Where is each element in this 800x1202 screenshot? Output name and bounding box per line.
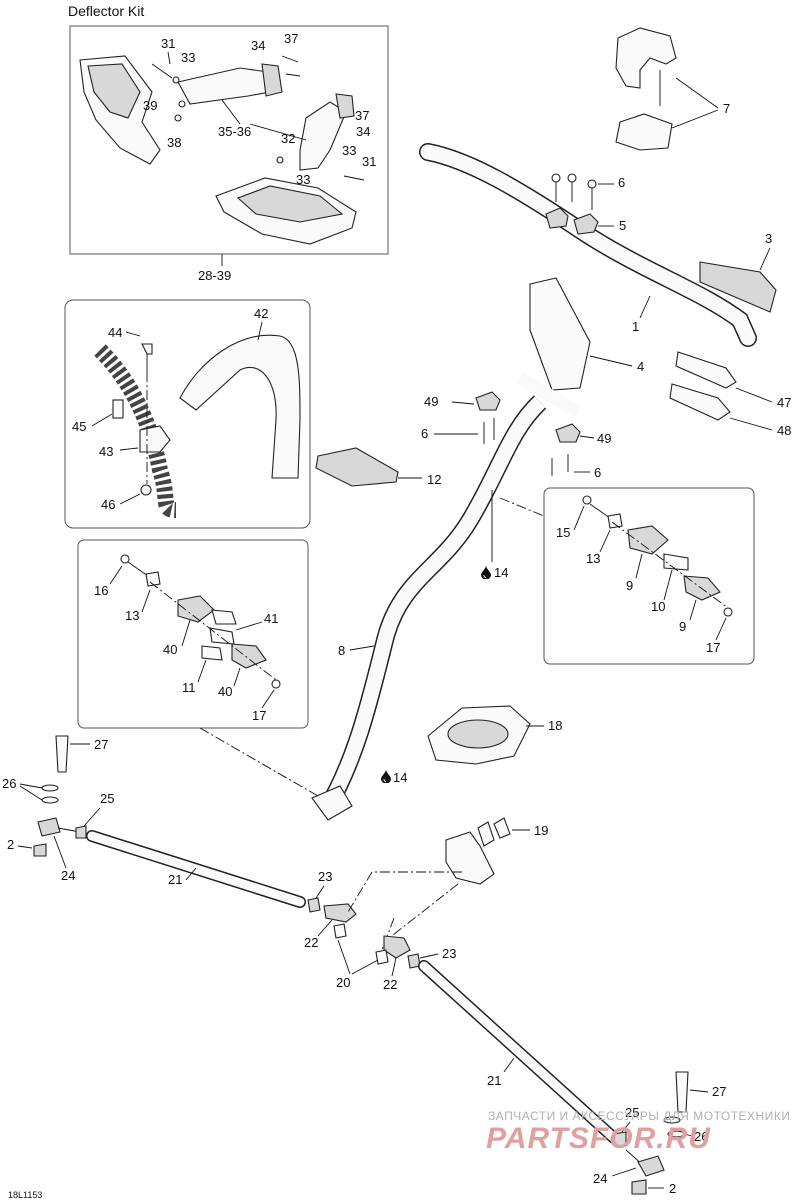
column-clamps: 49 49 6 6 [421, 391, 611, 480]
callout-9b: 9 [679, 619, 686, 634]
callout-34b: 34 [356, 124, 370, 139]
callout-16: 16 [94, 583, 108, 598]
callout-40b: 40 [218, 684, 232, 699]
callout-27b: 27 [712, 1084, 726, 1099]
deflector-kit-box: Deflector Kit 28-39 31 33 34 37 39 38 35… [68, 3, 389, 283]
callout-6: 6 [618, 175, 625, 190]
grip: 3 [699, 231, 777, 313]
callout-23b: 23 [442, 946, 456, 961]
callout-11: 11 [182, 680, 196, 695]
callout-31b: 31 [362, 154, 376, 169]
callout-14: 14 [494, 565, 508, 580]
callout-25b: 25 [625, 1105, 639, 1120]
callout-26b: 26 [694, 1129, 708, 1144]
callout-13b: 13 [586, 551, 600, 566]
callout-24: 24 [61, 868, 75, 883]
detail-box-pad: 42 44 45 43 46 [64, 299, 311, 529]
callout-8: 8 [338, 643, 345, 658]
callout-41: 41 [264, 611, 278, 626]
callout-4: 4 [637, 359, 644, 374]
detail-box-left: 16 13 40 41 11 40 17 [77, 539, 319, 797]
callout-5: 5 [619, 218, 626, 233]
callout-18: 18 [548, 718, 562, 733]
callout-43: 43 [99, 444, 113, 459]
callout-22: 22 [304, 935, 318, 950]
callout-47: 47 [777, 395, 791, 410]
upper-bracket [177, 67, 271, 105]
detail-box-right: 15 13 9 10 9 17 [499, 487, 755, 665]
callout-24b: 24 [593, 1171, 607, 1186]
watermark-line1: ЗАПЧАСТИ И АКСЕССУАРЫ ДЛЯ МОТОТЕХНИКИ [488, 1109, 790, 1123]
drop-icon-2 [381, 769, 391, 783]
callout-33c: 33 [342, 143, 356, 158]
callout-37b: 37 [355, 108, 369, 123]
handlebar-cover: 7 [615, 27, 730, 151]
callout-49: 49 [424, 394, 438, 409]
callout-23: 23 [318, 869, 332, 884]
plate: 12 [315, 447, 441, 487]
callout-17b: 17 [706, 640, 720, 655]
callout-37: 37 [284, 31, 298, 46]
callout-15: 15 [556, 525, 570, 540]
callout-2: 2 [7, 837, 14, 852]
bar-end-weights: 47 48 [669, 351, 791, 438]
steering-column: 8 14 14 [311, 372, 582, 821]
callout-22b: 22 [383, 977, 397, 992]
callout-25: 25 [100, 791, 114, 806]
callout-19: 19 [534, 823, 548, 838]
drawing-code: 18L1153 [8, 1190, 42, 1200]
callout-39: 39 [143, 98, 157, 113]
deflector-kit-title: Deflector Kit [68, 3, 144, 19]
callout-9: 9 [626, 578, 633, 593]
callout-32: 32 [281, 131, 295, 146]
callout-38: 38 [167, 135, 181, 150]
tie-rod-right: 20 22 23 21 27 26 25 24 2 [336, 935, 726, 1196]
callout-33: 33 [181, 50, 195, 65]
callout-33b: 33 [296, 172, 310, 187]
callout-12: 12 [427, 472, 441, 487]
callout-10: 10 [651, 599, 665, 614]
callout-42: 42 [254, 306, 268, 321]
callout-21b: 21 [487, 1073, 501, 1088]
tie-rod-left: 27 26 2 24 25 21 23 22 [2, 735, 357, 950]
callout-27: 27 [94, 737, 108, 752]
callout-49b: 49 [597, 431, 611, 446]
callout-14b: 14 [393, 770, 407, 785]
deflector-kit-range: 28-39 [198, 268, 231, 283]
callout-48: 48 [777, 423, 791, 438]
callout-1: 1 [632, 319, 639, 334]
watermark-line2: PARTSFOR.RU [486, 1122, 711, 1155]
callout-2b: 2 [669, 1181, 676, 1196]
callout-46: 46 [101, 497, 115, 512]
callout-3: 3 [765, 231, 772, 246]
callout-40: 40 [163, 642, 177, 657]
steering-arm: 19 [347, 817, 548, 951]
callout-26: 26 [2, 776, 16, 791]
callout-6c: 6 [594, 465, 601, 480]
callout-44: 44 [108, 325, 122, 340]
drop-icon [481, 565, 491, 579]
callout-35-36: 35-36 [218, 124, 251, 139]
callout-7: 7 [723, 101, 730, 116]
callout-13: 13 [125, 608, 139, 623]
callout-34: 34 [251, 38, 265, 53]
upper-clamp: 6 5 [545, 173, 626, 235]
callout-21: 21 [168, 872, 182, 887]
callout-17: 17 [252, 708, 266, 723]
callout-20: 20 [336, 975, 350, 990]
handlebar: 1 [419, 143, 757, 347]
callout-45: 45 [72, 419, 86, 434]
callout-31: 31 [161, 36, 175, 51]
callout-6b: 6 [421, 426, 428, 441]
lower-bracket [299, 101, 347, 171]
handlebar-pad: 4 [529, 277, 644, 391]
boot: 18 [427, 705, 562, 765]
